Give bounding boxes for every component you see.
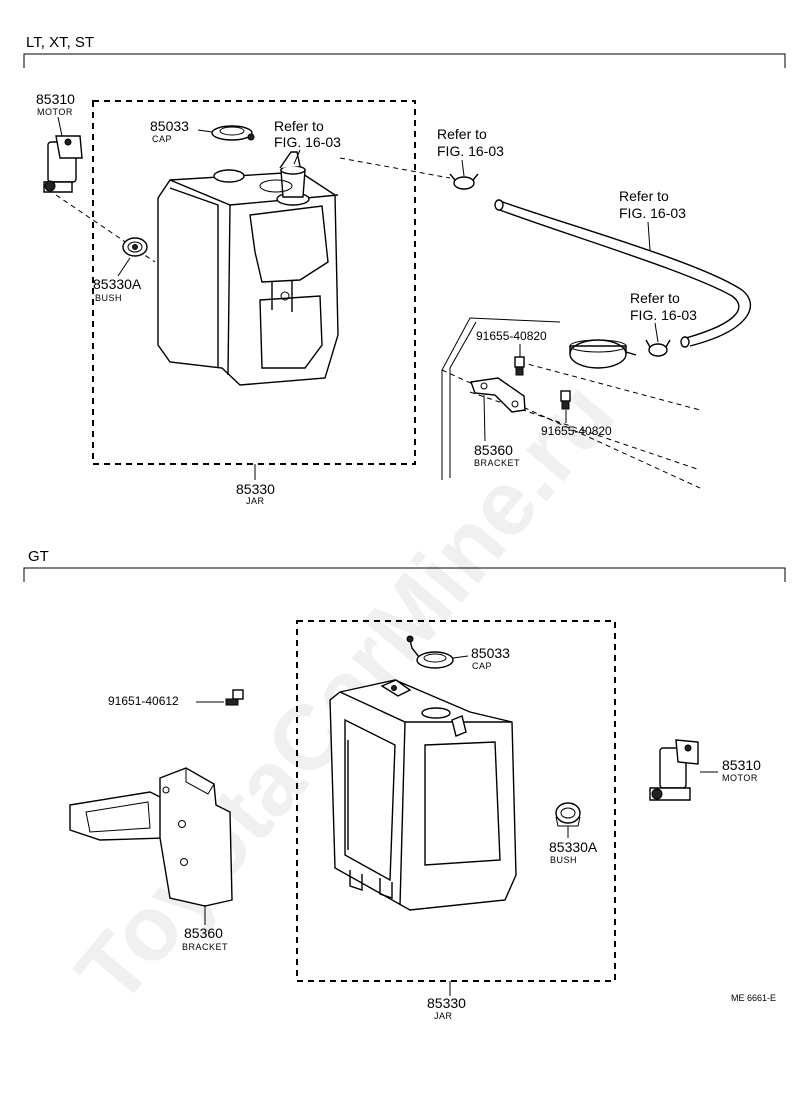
section-title-bottom: GT xyxy=(28,548,49,565)
refer-2-line2: FIG. 16-03 xyxy=(437,143,504,159)
cap-bottom xyxy=(406,635,454,669)
clamp-upper xyxy=(449,173,479,190)
bolt-lower xyxy=(560,390,571,410)
bracket-bottom xyxy=(69,767,233,907)
cap-top-number: 85033 xyxy=(150,118,189,134)
motor-bottom-number: 85310 xyxy=(722,757,761,773)
refer-1-leader xyxy=(293,149,301,165)
section-rule-bottom xyxy=(23,567,786,582)
jar-frame-top xyxy=(92,100,416,465)
motor-top-name: MOTOR xyxy=(37,107,73,117)
bush-top-leader xyxy=(117,257,131,277)
refer-3-leader xyxy=(647,221,651,251)
outlet-dash-top xyxy=(339,157,451,179)
jar-frame-bottom xyxy=(296,620,616,982)
bush-bottom-number: 85330A xyxy=(549,839,598,855)
refer-4-line1: Refer to xyxy=(630,290,680,306)
motor-bottom-name: MOTOR xyxy=(722,773,758,783)
jar-top xyxy=(157,151,339,386)
bracket-top-leader xyxy=(483,394,486,442)
refer-4-leader xyxy=(654,322,659,343)
refer-2-line1: Refer to xyxy=(437,126,487,142)
refer-1-line1: Refer to xyxy=(274,118,324,134)
jar-top-number: 85330 xyxy=(236,481,275,497)
bolt-upper xyxy=(514,356,525,376)
cap-bottom-name: CAP xyxy=(472,661,492,671)
clamp-lower xyxy=(645,339,671,357)
bolt-lower-label: 91655-40820 xyxy=(541,424,612,438)
motor-bottom xyxy=(649,739,699,801)
bracket-top xyxy=(470,377,526,413)
refer-3-line2: FIG. 16-03 xyxy=(619,205,686,221)
bracket-bottom-number: 85360 xyxy=(184,925,223,941)
bracket-bottom-name: BRACKET xyxy=(182,942,228,952)
cap-top xyxy=(211,125,255,141)
motor-top-number: 85310 xyxy=(36,91,75,107)
jar-bottom-name: JAR xyxy=(434,1011,453,1021)
cap-bottom-number: 85033 xyxy=(471,645,510,661)
bush-bottom-name: BUSH xyxy=(550,855,577,865)
cap-top-name: CAP xyxy=(152,134,172,144)
jar-bottom-number: 85330 xyxy=(427,995,466,1011)
refer-1-line2: FIG. 16-03 xyxy=(274,134,341,150)
refer-3-line1: Refer to xyxy=(619,188,669,204)
refer-2-leader xyxy=(461,159,465,177)
bracket-top-name: BRACKET xyxy=(474,458,520,468)
hose-top xyxy=(494,199,752,348)
section-title-top: LT, XT, ST xyxy=(26,34,94,51)
cap-top-leader xyxy=(197,129,213,133)
bush-bottom xyxy=(555,802,581,827)
bolt-bottom-label: 91651-40612 xyxy=(108,694,179,708)
jar-top-name: JAR xyxy=(246,496,265,506)
bush-top-number: 85330A xyxy=(93,276,142,292)
section-rule-top xyxy=(23,53,786,68)
bolt-bottom xyxy=(225,689,244,706)
cap-bottom-leader xyxy=(452,655,469,659)
motor-top-leader xyxy=(57,116,63,137)
figure-code: ME 6661-E xyxy=(731,993,776,1003)
bolt-upper-label: 91655-40820 xyxy=(476,329,547,343)
bracket-top-number: 85360 xyxy=(474,442,513,458)
bush-top xyxy=(122,237,148,257)
refer-4-line2: FIG. 16-03 xyxy=(630,307,697,323)
bush-top-name: BUSH xyxy=(95,293,122,303)
jar-bottom xyxy=(329,679,517,911)
motor-top xyxy=(43,135,83,193)
